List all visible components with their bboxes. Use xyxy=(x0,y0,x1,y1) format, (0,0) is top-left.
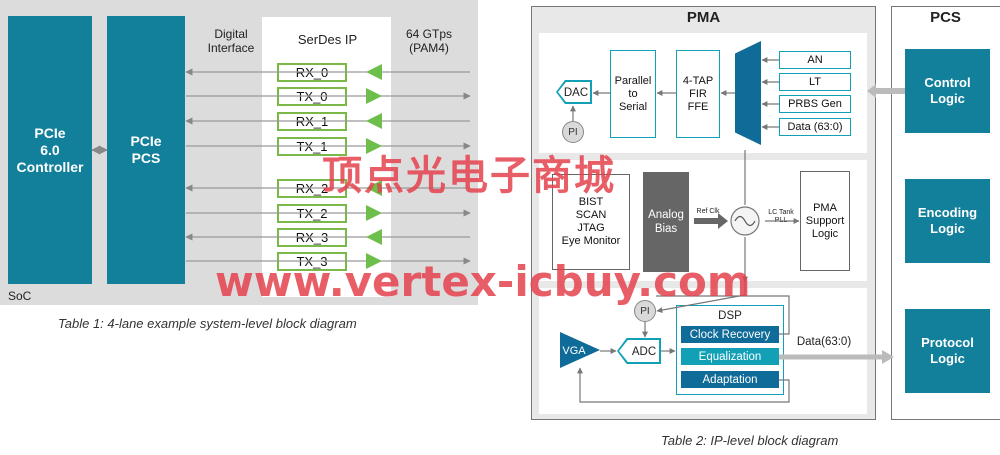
pll-sine-icon xyxy=(734,215,756,227)
dsp-label: DSP xyxy=(718,310,742,322)
pi-tx-circle: PI xyxy=(562,121,584,143)
pll-to-pi-rx xyxy=(656,282,746,313)
pcs-to-pma-arrow xyxy=(867,84,889,98)
fig1-caption: Table 1: 4-lane example system-level blo… xyxy=(58,316,357,331)
vga-label: VGA xyxy=(562,345,586,357)
control-logic-block: Control Logic xyxy=(905,49,990,133)
an-block: AN xyxy=(779,51,851,69)
adc-inner xyxy=(619,340,659,362)
dac-inner xyxy=(558,82,590,102)
digital-interface-label: Digital Interface xyxy=(207,27,255,55)
pcs-title: PCS xyxy=(930,9,961,26)
pi-rx-circle: PI xyxy=(634,300,656,322)
data-out-arrowhead xyxy=(882,350,894,364)
ref-clk-label: Ref Clk xyxy=(696,208,720,215)
tx2-buffer xyxy=(366,205,382,221)
tx3-buffer xyxy=(366,253,382,269)
adc-label: ADC xyxy=(631,346,657,358)
bias-to-pll-arrow xyxy=(694,213,728,229)
tx1-buffer xyxy=(366,138,382,154)
tx0-buffer xyxy=(366,88,382,104)
watermark-chinese: 顶点光电子商城 xyxy=(322,153,616,199)
clock-recovery-feedback xyxy=(656,295,790,335)
pma-support-logic-block: PMA Support Logic xyxy=(800,171,850,271)
analog-bias-block: Analog Bias xyxy=(643,172,689,272)
rx0-buffer xyxy=(366,64,382,80)
dac-label: DAC xyxy=(563,87,589,99)
pma-title: PMA xyxy=(686,9,721,26)
protocol-logic-block: Protocol Logic xyxy=(905,309,990,393)
soc-label: SoC xyxy=(8,289,32,303)
prbs-gen-block: PRBS Gen xyxy=(779,95,851,113)
adaptation-feedback xyxy=(577,367,790,403)
adaptation-block: Adaptation xyxy=(681,371,779,388)
pcie-controller-block: PCIe 6.0 Controller xyxy=(8,16,92,284)
data-out-label: Data(63:0) xyxy=(796,336,852,348)
rx1-buffer xyxy=(366,113,382,129)
fig1-wires xyxy=(91,64,471,269)
lt-block: LT xyxy=(779,73,851,91)
pcie-pcs-block: PCIe PCS xyxy=(107,16,185,284)
fig2-caption: Table 2: IP-level block diagram xyxy=(661,433,839,448)
pi-rx-label: PI xyxy=(640,305,650,317)
equalization-block: Equalization xyxy=(681,348,779,365)
rx2-buffer xyxy=(366,180,382,196)
clock-recovery-block: Clock Recovery xyxy=(681,326,779,343)
bist-scan-block: BIST SCAN JTAG Eye Monitor xyxy=(552,174,630,270)
data-in-block: Data (63:0) xyxy=(779,118,851,136)
rx3-buffer xyxy=(366,229,382,245)
serdes-ip-label: SerDes IP xyxy=(297,32,358,47)
encoding-logic-block: Encoding Logic xyxy=(905,179,990,263)
mux-block xyxy=(735,41,761,145)
watermark-url: www.vertex-icbuy.com xyxy=(215,257,751,306)
parallel-to-serial-block: Parallel to Serial xyxy=(610,50,656,138)
fir-ffe-block: 4-TAP FIR FFE xyxy=(676,50,720,138)
pi-tx-label: PI xyxy=(568,126,578,138)
rate-label: 64 GTps (PAM4) xyxy=(405,27,453,55)
